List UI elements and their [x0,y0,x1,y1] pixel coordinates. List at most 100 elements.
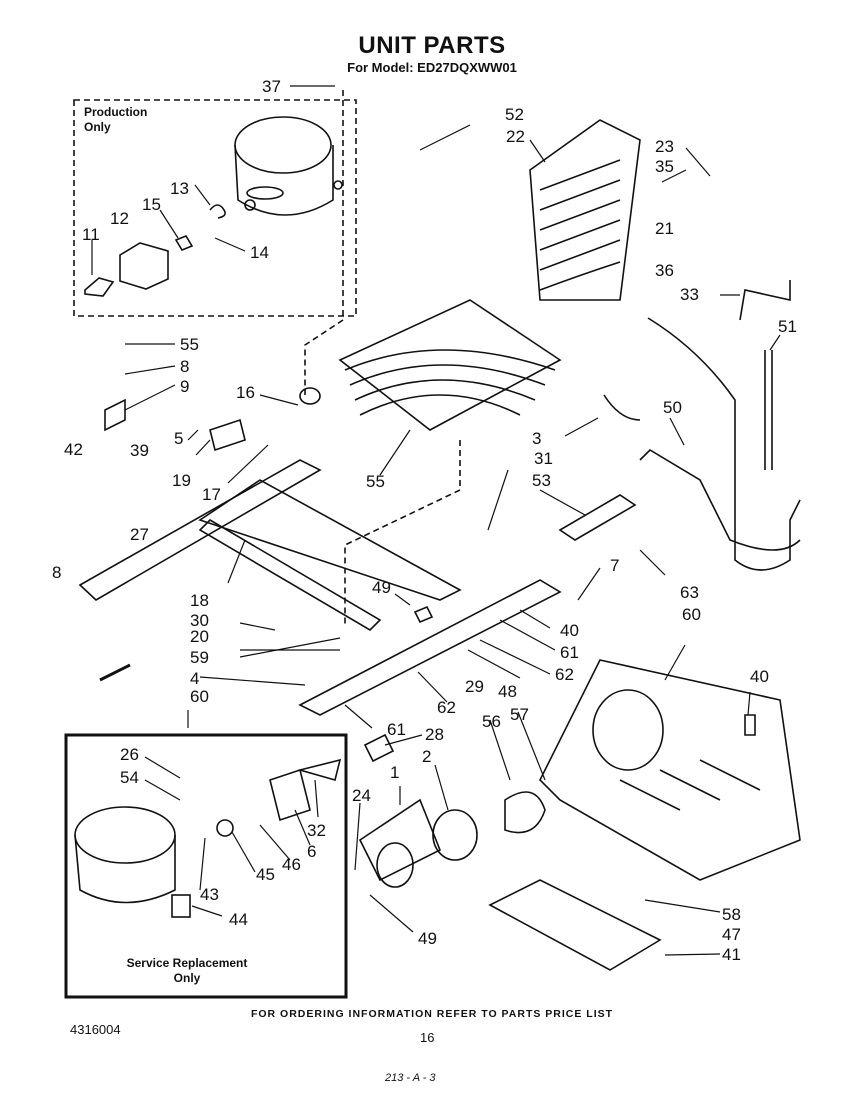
service-replacement-label: Service Replacement Only [112,956,262,986]
drain-pan-25 [488,879,662,971]
callout-62: 62 [555,665,574,684]
production-label-line1: Production [84,105,148,119]
callout-20: 20 [190,627,209,646]
part-15 [174,235,194,251]
callout-13: 13 [170,179,189,198]
callout-29: 29 [465,677,484,696]
callout-55: 55 [366,472,385,491]
production-label-line2: Only [84,120,111,134]
part-11 [84,277,115,297]
callout-32: 32 [307,821,326,840]
callout-49: 49 [372,578,391,597]
part-46 [269,768,311,822]
callout-31: 31 [534,449,553,468]
callout-41: 41 [722,945,741,964]
page-title: UNIT PARTS [358,32,506,59]
callout-12: 12 [110,209,129,228]
rail-middle [198,479,462,601]
callout-8: 8 [52,563,61,582]
rail-48 [298,579,562,716]
callout-56: 56 [482,712,501,731]
callout-37: 37 [262,77,281,96]
callout-54: 54 [120,768,139,787]
part-50 [603,394,641,421]
base-pan [539,659,801,881]
fan-blade-2 [504,791,546,834]
callout-44: 44 [229,910,248,929]
callout-53: 53 [532,471,551,490]
page-number: 16 [420,1030,435,1045]
callout-27: 27 [130,525,149,544]
callout-63: 63 [680,583,699,602]
callout-2: 2 [422,747,431,766]
callout-6: 6 [307,842,316,861]
callout-48: 48 [498,682,517,701]
callout-62: 62 [437,698,456,717]
callout-61: 61 [387,720,406,739]
callout-51: 51 [778,317,797,336]
part-27 [558,494,637,541]
callout-46: 46 [282,855,301,874]
part-44 [216,819,234,837]
callout-49: 49 [418,929,437,948]
callout-61: 61 [560,643,579,662]
callout-58: 58 [722,905,741,924]
service-replacement-box [64,733,348,999]
callout-7: 7 [610,556,619,575]
callout-21: 21 [655,219,674,238]
spring-59 [99,663,131,682]
callout-35: 35 [655,157,674,176]
model-subtitle: For Model: ED27DQXWW01 [347,60,517,75]
production-only-label: Production Only [84,105,147,135]
callout-47: 47 [722,925,741,944]
callout-14: 14 [250,243,269,262]
callout-22: 22 [506,127,525,146]
callout-3: 3 [532,429,541,448]
tube-31 [647,317,801,571]
part-12-relay [119,242,169,290]
part-16 [104,398,126,432]
part-26 [363,733,395,763]
callout-30: 30 [190,611,209,630]
callout-42: 42 [64,440,83,459]
callout-18: 18 [190,591,209,610]
part-13 [209,204,226,219]
tube-33 [739,280,791,321]
part-7 [413,605,434,624]
callout-59: 59 [190,648,209,667]
callout-9: 9 [180,377,189,396]
bracket-32 [358,798,442,882]
callout-19: 19 [172,471,191,490]
part-51 [764,350,773,470]
callout-50: 50 [663,398,682,417]
handwritten-note: 213 - A - 3 [385,1072,436,1084]
callout-16: 16 [236,383,255,402]
service-label-line1: Service Replacement [126,956,248,970]
callout-60: 60 [682,605,701,624]
callout-8: 8 [180,357,189,376]
callout-36: 36 [655,261,674,280]
part-17 [209,418,246,452]
callout-45: 45 [256,865,275,884]
compressor-service [74,806,191,918]
document-number: 4316004 [70,1022,121,1037]
callout-40: 40 [560,621,579,640]
compressor-production [234,116,343,216]
fan-motor-24 [432,809,478,861]
callout-33: 33 [680,285,699,304]
callout-23: 23 [655,137,674,156]
production-only-box [73,99,357,317]
callout-55: 55 [180,335,199,354]
callout-11: 11 [82,225,100,244]
callout-39: 39 [130,441,149,460]
part-54 [744,714,756,736]
callout-15: 15 [142,195,161,214]
callout-5: 5 [174,429,183,448]
callout-17: 17 [202,485,221,504]
ordering-notice: FOR ORDERING INFORMATION REFER TO PARTS … [250,1008,614,1020]
service-label-line2: Only [173,971,201,985]
callout-28: 28 [425,725,444,744]
callout-26: 26 [120,745,139,764]
